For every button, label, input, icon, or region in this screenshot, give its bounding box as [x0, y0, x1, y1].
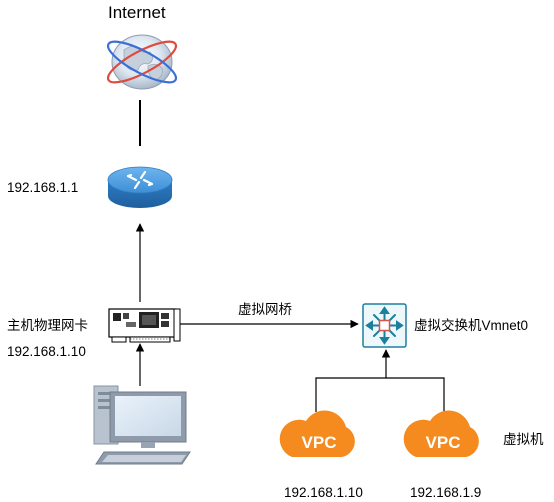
router-ip-label: 192.168.1.1	[7, 180, 79, 195]
network-card-icon	[108, 308, 181, 343]
computer-icon	[93, 385, 191, 465]
globe-icon	[106, 34, 178, 90]
internet-label: Internet	[108, 3, 166, 22]
switch-icon	[362, 303, 407, 348]
vpc-cloud-icon: VPC	[279, 410, 355, 457]
vswitch-label: 虚拟交换机Vmnet0	[414, 318, 529, 333]
vm-bus-line	[315, 377, 445, 412]
vpc1-ip-label: 192.168.1.10	[284, 485, 363, 500]
nic-ip-label: 192.168.1.10	[7, 344, 86, 359]
vm-group-label: 虚拟机	[503, 432, 544, 447]
vpc2-ip-label: 192.168.1.9	[410, 485, 482, 500]
vpc-badge: VPC	[302, 433, 337, 452]
router-icon	[107, 166, 173, 208]
vpc-badge: VPC	[426, 433, 461, 452]
nic-name-label: 主机物理网卡	[7, 318, 88, 333]
vpc-cloud-icon: VPC	[403, 410, 479, 457]
bridge-label: 虚拟网桥	[238, 302, 292, 317]
